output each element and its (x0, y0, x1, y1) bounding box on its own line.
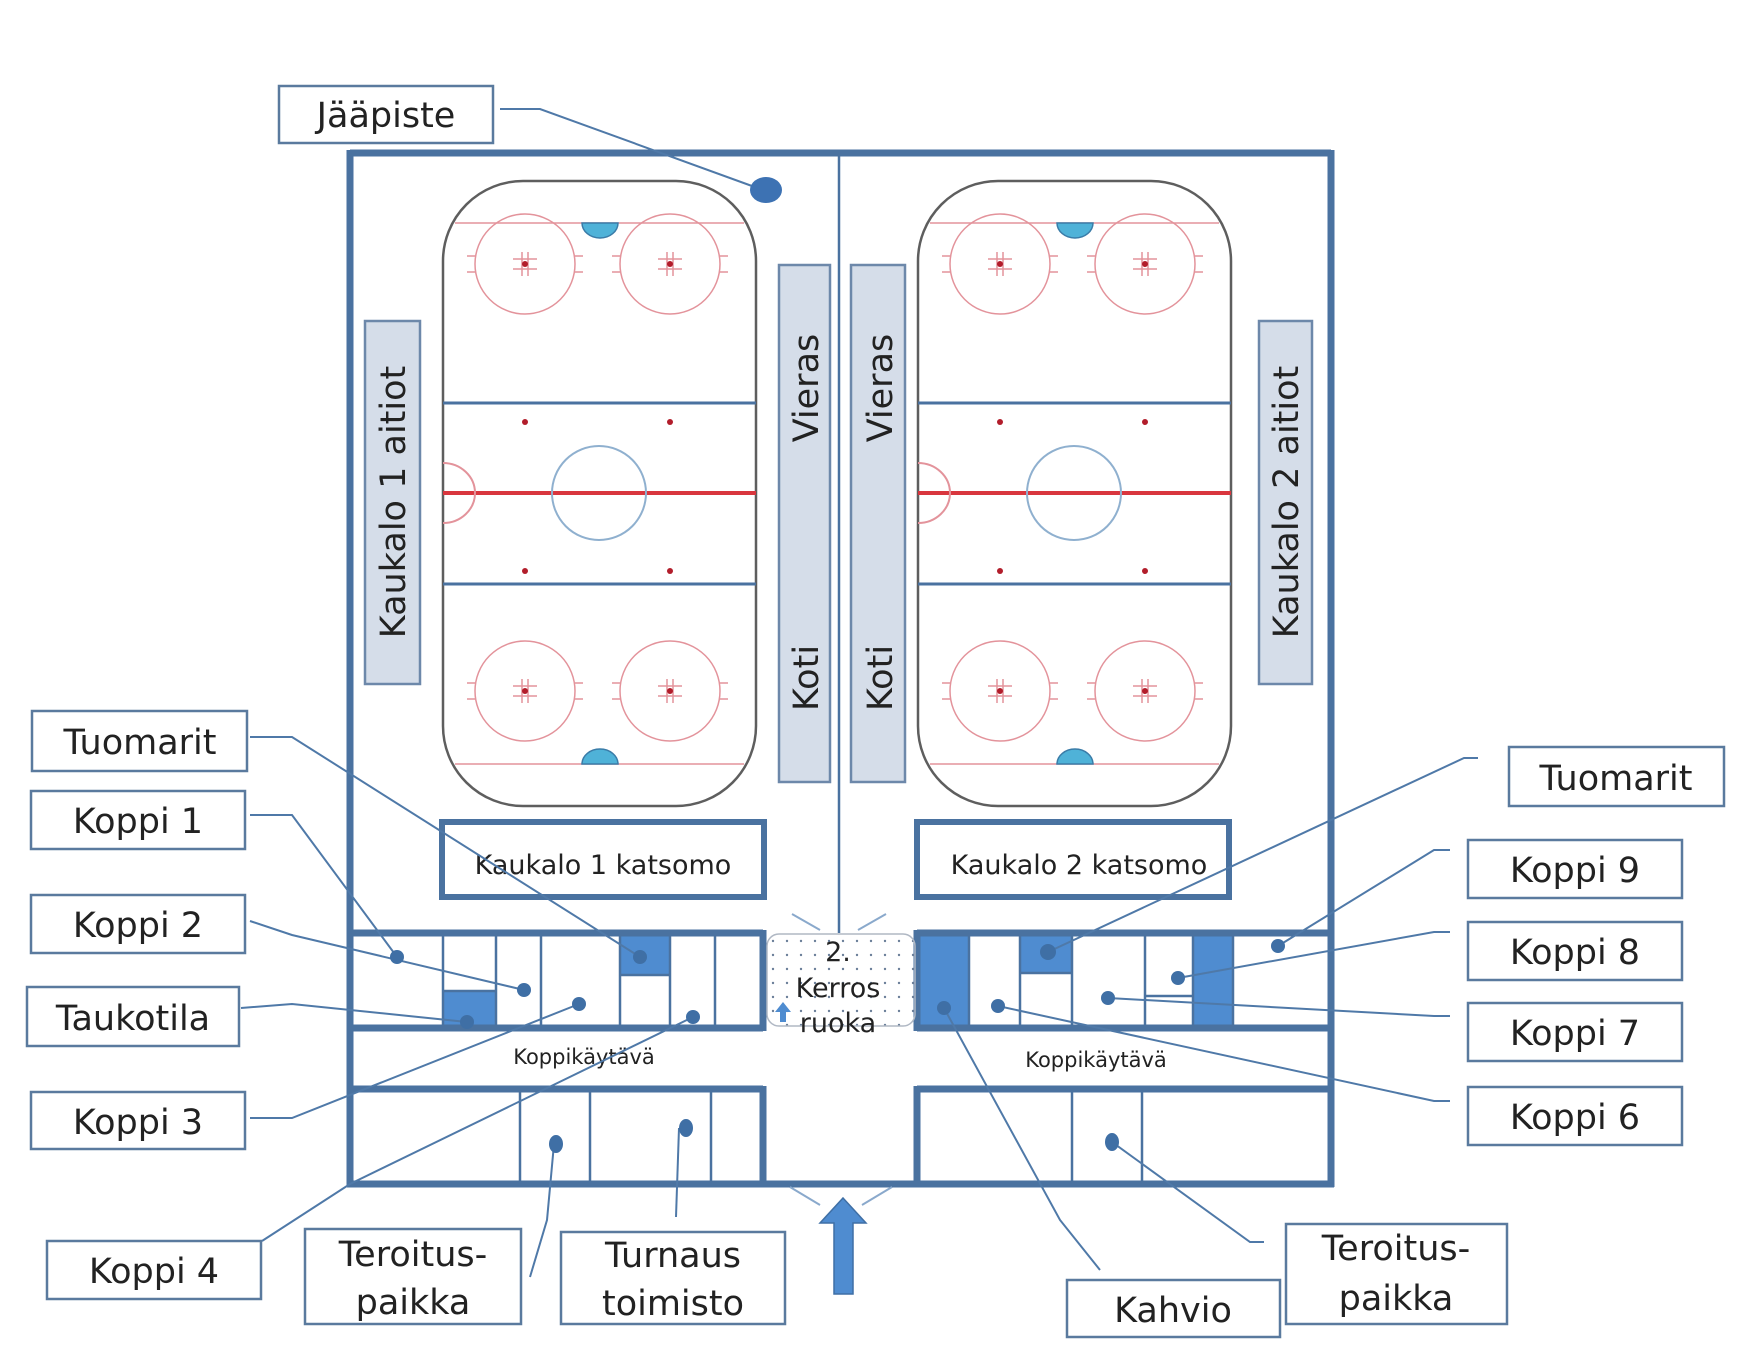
turnaus-label-line1: Turnaus (604, 1236, 741, 1276)
jaapiste-dot[interactable] (750, 177, 782, 203)
taukotila-dot[interactable] (460, 1015, 474, 1029)
koppi9-dot[interactable] (1271, 939, 1285, 953)
koppi1-label: Koppi 1 (73, 802, 203, 842)
callout-koppi4[interactable]: Koppi 4 (45, 1239, 263, 1301)
rink-2-boxes[interactable]: Kaukalo 2 aitiot (1257, 319, 1314, 686)
rink-1-boxes[interactable]: Kaukalo 1 aitiot (363, 319, 422, 686)
koppi3-dot[interactable] (572, 997, 586, 1011)
teroitus-right-label-line2: paikka (1339, 1279, 1454, 1319)
tuomarit-right-label: Tuomarit (1538, 759, 1692, 799)
jaapiste-label: Jääpiste (315, 96, 456, 136)
rink-2-home-bench-label: Koti (861, 645, 901, 711)
rink-1-stands-label: Kaukalo 1 katsomo (475, 850, 732, 881)
koppi2-dot[interactable] (517, 983, 531, 997)
corridor-left-label: Koppikäytävä (513, 1045, 655, 1069)
turnaus-label-line2: toimisto (602, 1284, 744, 1324)
rink-2-stands[interactable]: Kaukalo 2 katsomo (914, 819, 1232, 900)
teroitus-right-label-line1: Teroitus- (1321, 1229, 1471, 1269)
koppi7-label: Koppi 7 (1510, 1014, 1640, 1054)
rink-2[interactable] (918, 181, 1231, 806)
koppi8-label: Koppi 8 (1510, 933, 1640, 973)
entrance-arrow-icon (818, 1196, 868, 1295)
callout-koppi6[interactable]: Koppi 6 (1466, 1085, 1684, 1147)
taukotila-label: Taukotila (55, 999, 210, 1039)
rink-1-boxes-label: Kaukalo 1 aitiot (374, 366, 414, 638)
callout-tuomarit-right[interactable]: Tuomarit (1507, 745, 1726, 808)
callout-koppi8[interactable]: Koppi 8 (1466, 920, 1684, 982)
right-wing: Koppikäytävä (913, 929, 1331, 1187)
rink-1-away-bench-label: Vieras (787, 334, 827, 443)
leader-lines (240, 108, 1478, 1278)
kahvio-label: Kahvio (1114, 1291, 1232, 1331)
rink-1[interactable] (443, 181, 756, 806)
koppi8-dot[interactable] (1171, 971, 1185, 985)
callout-taukotila[interactable]: Taukotila (25, 985, 241, 1048)
callout-jaapiste[interactable]: Jääpiste (277, 84, 495, 145)
doorway-marks (789, 913, 893, 1206)
rink-1-home-bench-label: Koti (787, 645, 827, 711)
callout-koppi7[interactable]: Koppi 7 (1466, 1001, 1684, 1063)
kahvio-dot[interactable] (937, 1001, 951, 1015)
rink-2-boxes-label: Kaukalo 2 aitiot (1267, 366, 1307, 638)
callout-koppi9[interactable]: Koppi 9 (1466, 838, 1684, 900)
callout-koppi1[interactable]: Koppi 1 (29, 789, 247, 851)
koppi2-label: Koppi 2 (73, 906, 203, 946)
koppi6-label: Koppi 6 (1510, 1098, 1640, 1138)
stairs-label-line2: Kerros (796, 973, 881, 1004)
teroitus-left-label-line1: Teroitus- (338, 1235, 488, 1275)
koppi1-dot[interactable] (390, 950, 404, 964)
koppi6-dot[interactable] (991, 999, 1005, 1013)
koppi7-dot[interactable] (1101, 991, 1115, 1005)
tuomarit-right-dot[interactable] (1040, 944, 1056, 960)
tuomarit-left-dot[interactable] (633, 950, 647, 964)
koppi3-label: Koppi 3 (73, 1103, 203, 1143)
turnaus-dot[interactable] (679, 1119, 693, 1137)
teroitus-left-label-line2: paikka (356, 1283, 471, 1323)
callout-kahvio[interactable]: Kahvio (1065, 1278, 1282, 1339)
rink-1-benches[interactable]: Vieras Koti (777, 263, 832, 784)
callout-turnaus-toimisto[interactable]: Turnaus toimisto (559, 1230, 787, 1326)
callout-teroitus-right[interactable]: Teroitus- paikka (1284, 1222, 1509, 1326)
koppi4-label: Koppi 4 (89, 1252, 219, 1292)
rink-1-stands[interactable]: Kaukalo 1 katsomo (439, 819, 767, 900)
rink-2-benches[interactable]: Vieras Koti (849, 263, 907, 784)
stairs-label-line1: 2. (825, 937, 851, 968)
callout-koppi3[interactable]: Koppi 3 (29, 1090, 247, 1151)
left-wing: Koppikäytävä (350, 929, 767, 1187)
callout-dots (390, 177, 1285, 1153)
rink-2-away-bench-label: Vieras (861, 334, 901, 443)
stairs-label-line3: ruoka (800, 1008, 876, 1039)
koppi4-dot[interactable] (686, 1010, 700, 1024)
teroitus-right-dot[interactable] (1105, 1133, 1119, 1151)
teroitus-left-dot[interactable] (549, 1135, 563, 1153)
corridor-right-label: Koppikäytävä (1025, 1048, 1167, 1072)
stairs-up-icon (775, 1002, 791, 1022)
callout-tuomarit-left[interactable]: Tuomarit (30, 709, 249, 773)
tuomarit-left-label: Tuomarit (62, 723, 216, 763)
callout-koppi2[interactable]: Koppi 2 (29, 893, 247, 955)
rink-2-stands-label: Kaukalo 2 katsomo (951, 850, 1208, 881)
callout-teroitus-left[interactable]: Teroitus- paikka (303, 1227, 523, 1326)
koppi9-label: Koppi 9 (1510, 851, 1640, 891)
stairs-second-floor[interactable]: 2. Kerros ruoka (766, 933, 916, 1039)
stairs-right-room[interactable] (1193, 933, 1233, 1028)
